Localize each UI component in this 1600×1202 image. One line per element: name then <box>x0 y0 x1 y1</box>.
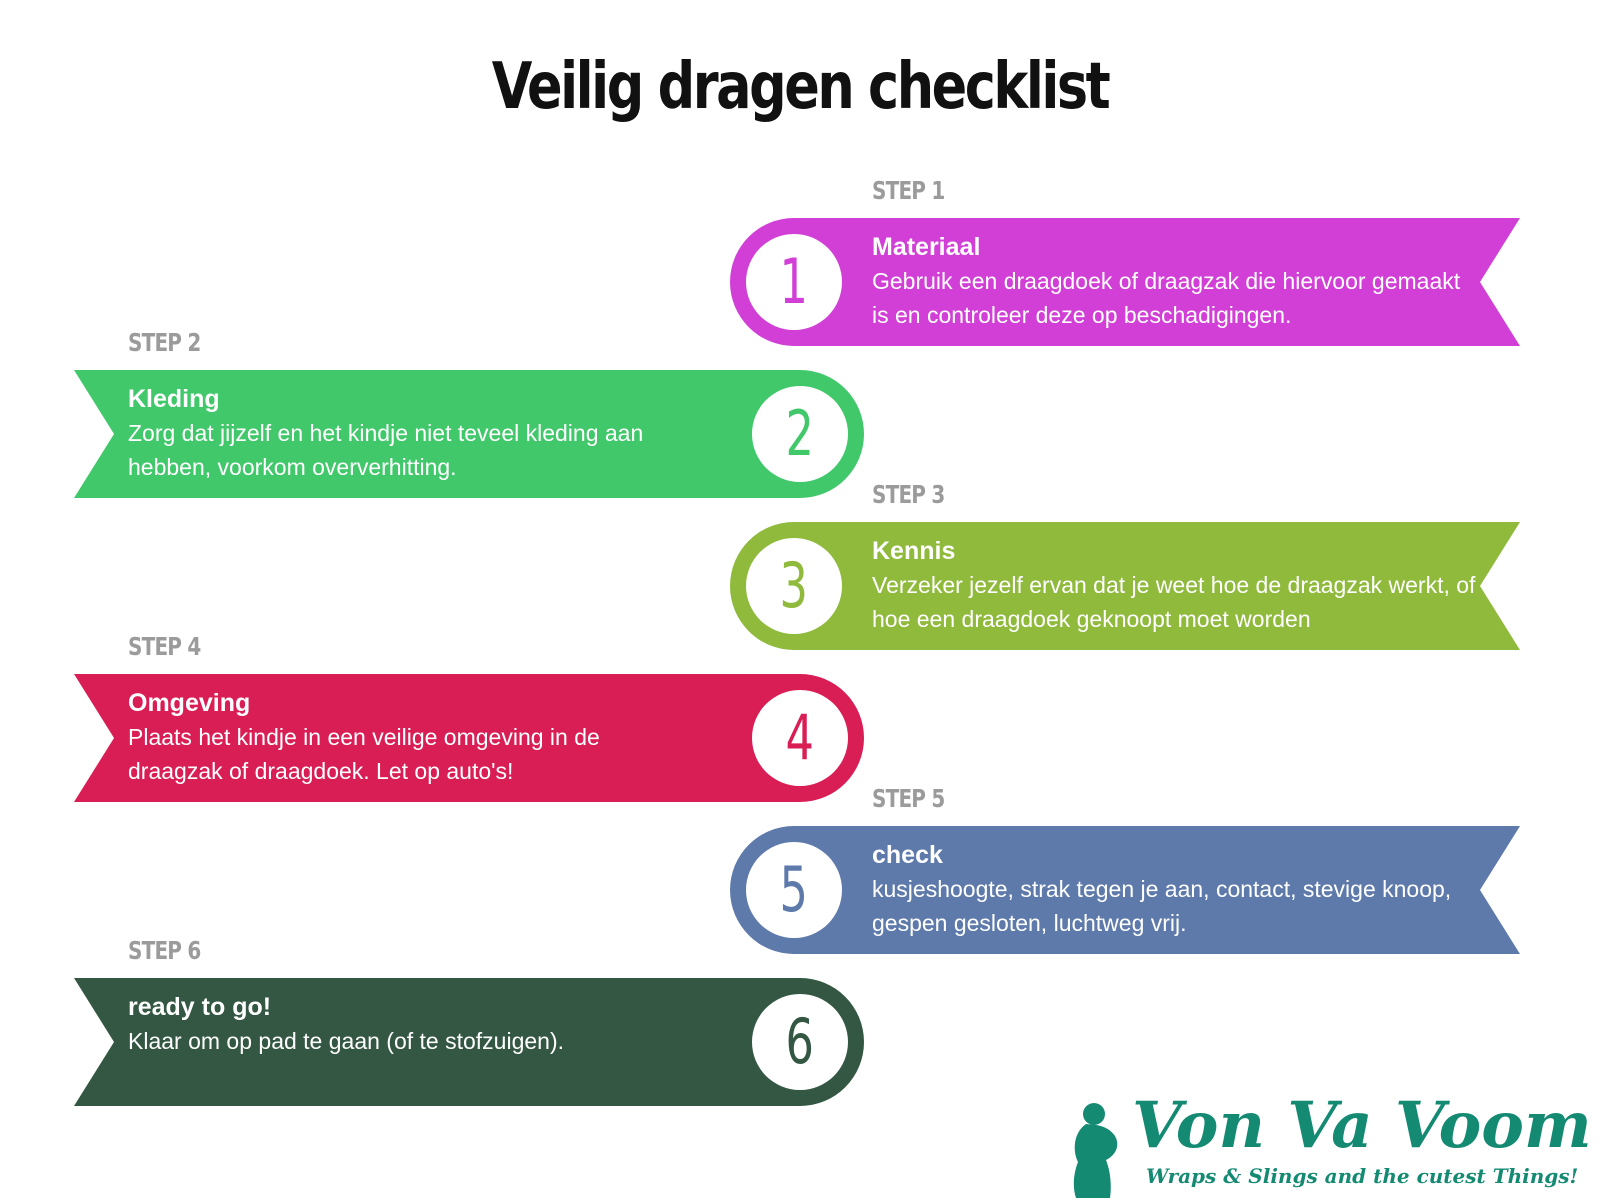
step-2-ribbon <box>74 370 864 498</box>
step-6-heading: ready to go! <box>128 993 272 1021</box>
step-3-number: 3 <box>779 549 809 622</box>
step-5-ribbon <box>730 826 1520 954</box>
step-6-banner: 6 ready to go! Klaar om op pad te gaan (… <box>74 978 864 1106</box>
step-4-ribbon <box>74 674 864 802</box>
step-3-ribbon <box>730 522 1520 650</box>
mother-carrying-baby-icon <box>1073 1103 1118 1198</box>
step-4-number: 4 <box>785 701 815 774</box>
step-3-number-circle: 3 <box>746 538 842 634</box>
step-3-banner: 3 Kennis Verzeker jezelf ervan dat je we… <box>730 522 1520 650</box>
step-5-heading: check <box>872 841 943 869</box>
step-1-ribbon <box>730 218 1520 346</box>
step-4-banner: 4 Omgeving Plaats het kindje in een veil… <box>74 674 864 802</box>
step-6-description: Klaar om op pad te gaan (of te stofzuige… <box>128 1028 564 1054</box>
step-1-heading: Materiaal <box>872 233 981 261</box>
logo-tagline: Wraps & Slings and the cutest Things! <box>1146 1164 1579 1188</box>
step-2-number-circle: 2 <box>752 386 848 482</box>
step-4-heading: Omgeving <box>128 689 251 717</box>
step-1-number-circle: 1 <box>746 234 842 330</box>
step-5-label: STEP 5 <box>872 784 945 813</box>
step-6-number-circle: 6 <box>752 994 848 1090</box>
step-1-number: 1 <box>779 245 809 318</box>
step-5-number-circle: 5 <box>746 842 842 938</box>
step-6-ribbon <box>74 978 864 1106</box>
step-3-label: STEP 3 <box>872 480 945 509</box>
logo-name: Von Va Voom <box>1132 1088 1592 1163</box>
step-3-heading: Kennis <box>872 537 956 565</box>
step-1-description: Gebruik een draagdoek of draagzak die hi… <box>872 268 1461 328</box>
step-3-description: Verzeker jezelf ervan dat je weet hoe de… <box>872 572 1476 632</box>
step-4-label: STEP 4 <box>128 632 201 661</box>
step-2-banner: 2 Kleding Zorg dat jijzelf en het kindje… <box>74 370 864 498</box>
page-title: Veilig dragen checklist <box>491 50 1111 124</box>
step-5-number: 5 <box>779 853 809 926</box>
brand-logo: Von Va Voom Wraps & Slings and the cutes… <box>1064 1088 1592 1198</box>
step-6-label: STEP 6 <box>128 936 201 965</box>
step-2-number: 2 <box>785 397 815 470</box>
step-4-number-circle: 4 <box>752 690 848 786</box>
step-2-heading: Kleding <box>128 385 220 413</box>
step-1-label: STEP 1 <box>872 176 945 205</box>
step-6-number: 6 <box>785 1005 815 1078</box>
step-5-banner: 5 check kusjeshoogte, strak tegen je aan… <box>730 826 1520 954</box>
step-5-description: kusjeshoogte, strak tegen je aan, contac… <box>872 876 1452 936</box>
step-4-description: Plaats het kindje in een veilige omgevin… <box>128 724 600 784</box>
step-2-label: STEP 2 <box>128 328 201 357</box>
step-2-description: Zorg dat jijzelf en het kindje niet teve… <box>128 420 644 480</box>
step-1-banner: 1 Materiaal Gebruik een draagdoek of dra… <box>730 218 1520 346</box>
